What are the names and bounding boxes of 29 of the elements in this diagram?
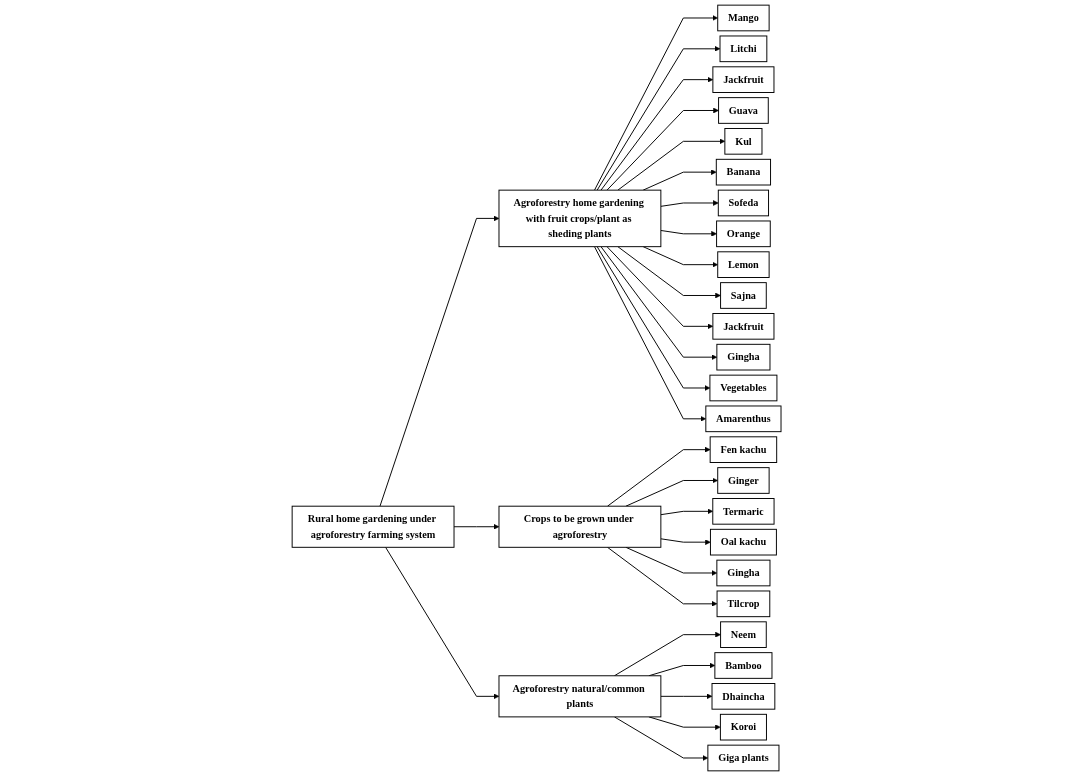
node-box: Neem <box>720 621 767 648</box>
node-box: Vegetables <box>709 374 778 402</box>
node-box: Gingha <box>716 559 771 587</box>
node-box: Giga plants <box>707 744 780 772</box>
node-box: Koroi <box>719 713 767 741</box>
node-box: Ginger <box>717 467 770 494</box>
node-box: Guava <box>718 97 769 124</box>
node-box: Jackfruit <box>712 66 775 93</box>
node-box: Bamboo <box>714 652 773 679</box>
node-box: Mango <box>717 4 770 32</box>
node-box: Banana <box>715 158 771 186</box>
node-box: Agroforestry natural/common plants <box>498 675 662 718</box>
node-box: Litchi <box>719 35 768 63</box>
node-box: Rural home gardening under agroforestry farming system <box>291 505 455 548</box>
node-box: Lemon <box>717 251 770 278</box>
node-box: Orange <box>716 220 771 248</box>
node-box: Agroforestry home gardening with fruit crops/plant as sheding plants <box>498 189 662 248</box>
node-box: Sofeda <box>717 189 769 217</box>
node-box: Dhaincha <box>711 683 776 710</box>
node-box: Oal kachu <box>709 528 777 556</box>
node-box: Sajna <box>720 282 767 309</box>
node-box: Crops to be grown under agroforestry <box>498 505 662 548</box>
node-box: Kul <box>724 128 763 155</box>
node-box: Tilcrop <box>716 590 771 618</box>
node-box: Termaric <box>712 498 775 525</box>
node-box: Amarenthus <box>705 405 782 433</box>
node-box: Gingha <box>716 343 771 371</box>
node-box: Jackfruit <box>712 313 775 340</box>
node-box: Fen kachu <box>709 436 778 463</box>
